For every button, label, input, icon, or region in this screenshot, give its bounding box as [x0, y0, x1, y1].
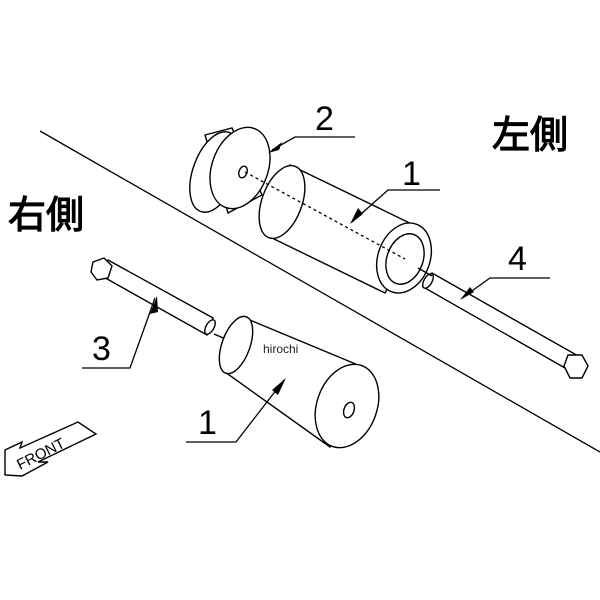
part-3-bolt	[90, 257, 229, 341]
leader-2	[268, 136, 355, 153]
part-2-cap	[189, 126, 271, 215]
label-part-1-upper: 1	[402, 155, 421, 193]
watermark: hirochi	[263, 342, 298, 356]
part-1-upper-collar	[244, 163, 433, 294]
label-part-3: 3	[92, 330, 111, 368]
part-1-lower-collar	[218, 315, 380, 449]
label-part-4: 4	[508, 240, 527, 278]
leader-1-lower	[186, 378, 286, 443]
label-part-1-lower: 1	[198, 404, 217, 442]
leader-3	[82, 296, 158, 369]
leader-4	[460, 277, 550, 300]
label-part-2: 2	[315, 100, 334, 138]
leader-1-upper	[350, 189, 440, 224]
frame-line	[39, 130, 600, 453]
label-right-side: 右側	[8, 193, 84, 237]
label-left-side: 左側	[492, 113, 568, 157]
part-4-bolt	[417, 267, 589, 379]
front-arrow-icon: FRONT	[4, 421, 98, 477]
